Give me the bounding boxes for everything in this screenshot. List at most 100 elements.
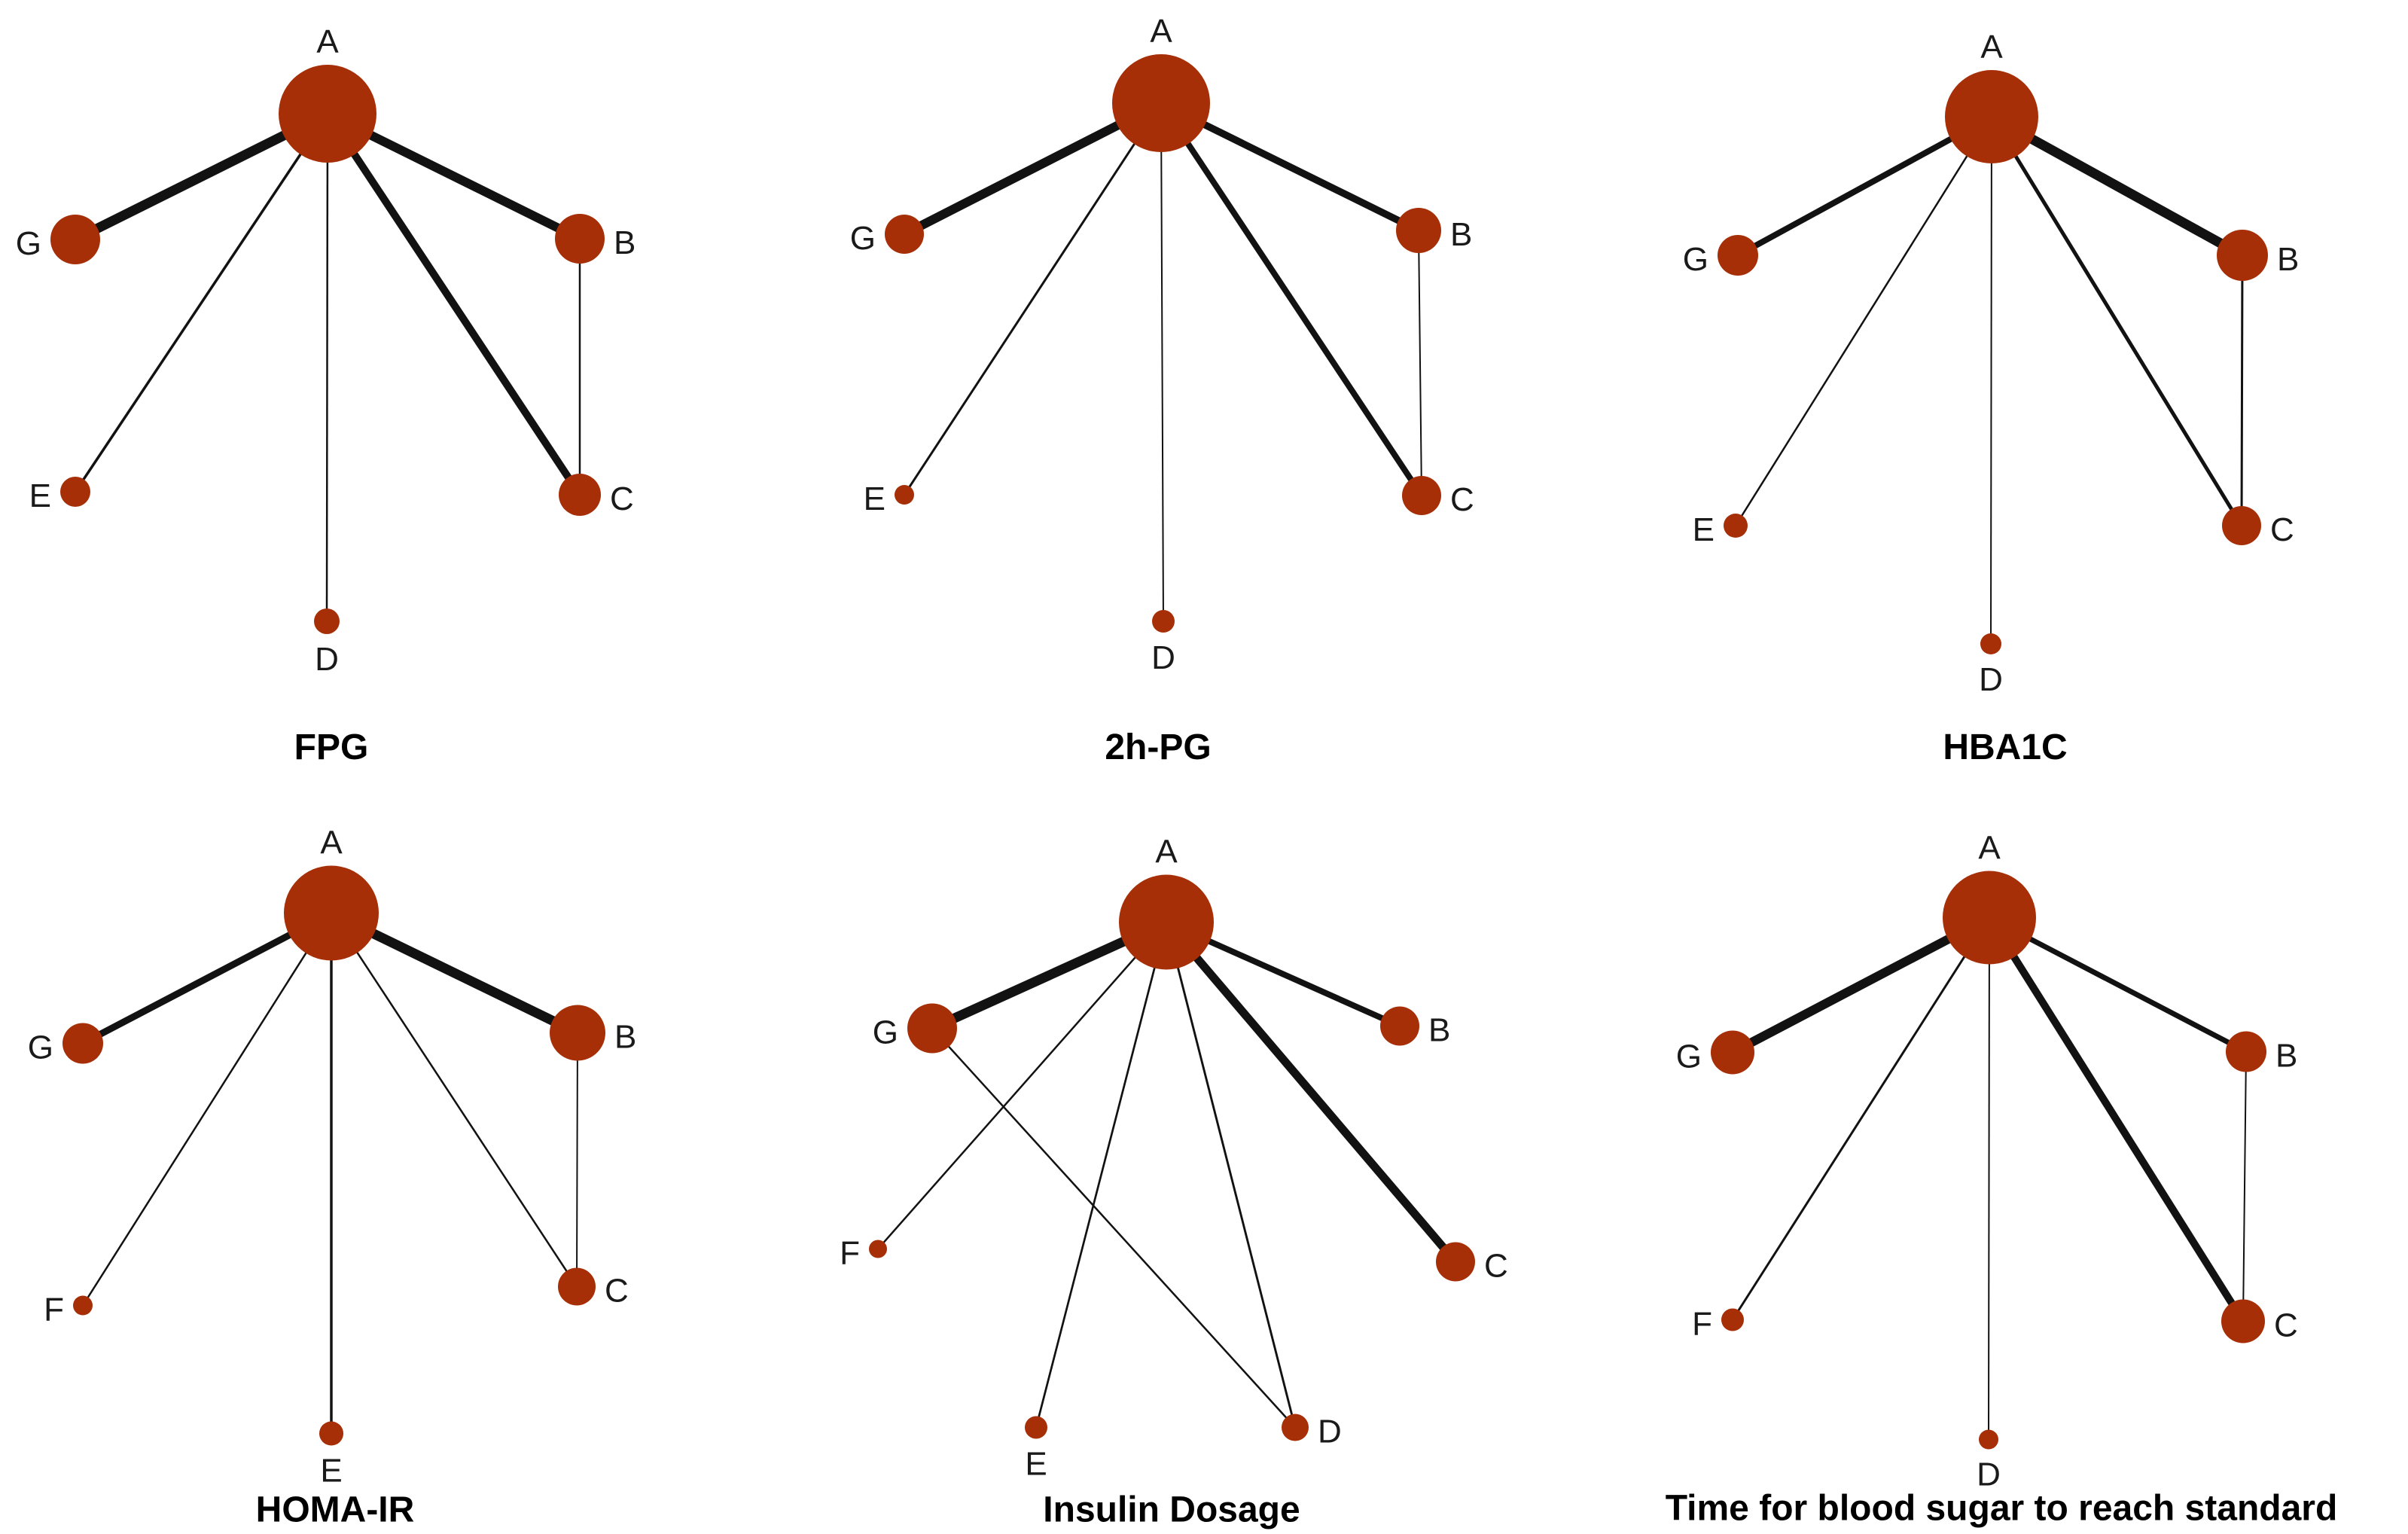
node-B bbox=[1396, 208, 1441, 253]
node-label-E: E bbox=[29, 477, 51, 514]
panel-title: FPG bbox=[294, 727, 369, 767]
node-label-F: F bbox=[44, 1292, 64, 1328]
node-C bbox=[1436, 1242, 1475, 1282]
edge-A-F bbox=[877, 921, 1167, 1250]
node-B bbox=[2226, 1031, 2266, 1072]
node-A bbox=[1943, 871, 2036, 965]
node-label-F: F bbox=[840, 1235, 860, 1272]
edge-A-E bbox=[74, 113, 329, 493]
node-label-B: B bbox=[2277, 241, 2299, 278]
edge-B-C bbox=[2242, 1051, 2247, 1322]
node-D bbox=[314, 608, 340, 634]
node-D bbox=[1282, 1414, 1309, 1441]
node-C bbox=[2222, 506, 2261, 545]
node-E bbox=[1724, 514, 1748, 538]
panel-title: Time for blood sugar to reach standard bbox=[1666, 1489, 2338, 1529]
node-B bbox=[2217, 230, 2268, 281]
node-G bbox=[1711, 1030, 1754, 1075]
node-label-G: G bbox=[873, 1014, 898, 1051]
node-label-E: E bbox=[864, 480, 885, 517]
node-F bbox=[1721, 1308, 1744, 1331]
edge-A-F bbox=[81, 912, 333, 1307]
node-label-D: D bbox=[1151, 639, 1175, 676]
node-B bbox=[1380, 1006, 1419, 1046]
edge-A-G bbox=[1736, 114, 1993, 258]
node-B bbox=[555, 214, 605, 264]
node-G bbox=[907, 1003, 957, 1054]
node-label-D: D bbox=[1979, 661, 2003, 698]
edge-A-E bbox=[1035, 922, 1168, 1428]
edge-A-E bbox=[903, 102, 1163, 496]
node-A bbox=[279, 65, 376, 163]
panel-title: HOMA-IR bbox=[256, 1490, 415, 1530]
edge-A-C bbox=[1163, 919, 1459, 1265]
node-label-A: A bbox=[1150, 13, 1172, 50]
network-plot-fpg: A G B E C D FPG bbox=[16, 23, 636, 767]
node-E bbox=[895, 485, 914, 505]
edge-A-C bbox=[324, 111, 584, 497]
node-E bbox=[1025, 1416, 1047, 1439]
node-G bbox=[50, 215, 100, 264]
edge-A-C bbox=[330, 912, 578, 1288]
edge-A-D bbox=[1160, 102, 1164, 622]
node-label-E: E bbox=[320, 1453, 342, 1490]
node-B bbox=[550, 1005, 605, 1061]
edge-A-F bbox=[1731, 916, 1991, 1321]
node-label-C: C bbox=[610, 480, 634, 517]
network-plot-2h-pg: A G B E C D 2h-PG bbox=[850, 13, 1474, 767]
edge-A-G bbox=[1730, 913, 1992, 1057]
node-label-B: B bbox=[1428, 1012, 1450, 1049]
node-E bbox=[60, 477, 90, 507]
node-D bbox=[1980, 633, 2001, 654]
edge-A-D bbox=[1165, 922, 1297, 1428]
node-label-C: C bbox=[2274, 1307, 2298, 1344]
node-label-B: B bbox=[2275, 1038, 2297, 1075]
node-label-A: A bbox=[316, 23, 339, 60]
node-label-C: C bbox=[1450, 481, 1474, 518]
edge-A-B bbox=[1989, 112, 2245, 260]
node-D bbox=[1979, 1429, 1998, 1450]
node-label-B: B bbox=[614, 224, 636, 261]
network-panel-2h-pg: A G B E C D 2h-PG bbox=[803, 0, 1605, 767]
edge-A-D bbox=[325, 113, 329, 622]
edge-A-E bbox=[1734, 116, 1993, 526]
node-C bbox=[2221, 1299, 2265, 1343]
node-label-G: G bbox=[28, 1029, 53, 1066]
node-F bbox=[869, 1240, 887, 1258]
node-label-C: C bbox=[2270, 511, 2294, 548]
node-A bbox=[1112, 54, 1210, 152]
node-label-D: D bbox=[1318, 1414, 1342, 1450]
node-E bbox=[319, 1421, 343, 1446]
node-label-D: D bbox=[315, 641, 339, 678]
node-G bbox=[885, 215, 924, 254]
network-panel-fpg: A G B E C D FPG bbox=[0, 0, 803, 767]
node-label-G: G bbox=[1683, 241, 1708, 278]
node-G bbox=[62, 1023, 103, 1064]
node-label-B: B bbox=[614, 1019, 636, 1056]
node-label-A: A bbox=[1978, 830, 2001, 867]
node-label-G: G bbox=[850, 220, 876, 257]
node-label-C: C bbox=[1484, 1248, 1508, 1285]
node-label-G: G bbox=[16, 225, 41, 262]
edge-A-C bbox=[1989, 115, 2244, 527]
node-A bbox=[1945, 70, 2038, 163]
node-label-A: A bbox=[320, 825, 343, 862]
node-label-B: B bbox=[1450, 216, 1472, 253]
node-label-A: A bbox=[1155, 834, 1178, 871]
node-C bbox=[558, 1267, 596, 1306]
node-label-C: C bbox=[605, 1273, 629, 1310]
node-A bbox=[284, 865, 379, 961]
edge-A-C bbox=[1986, 915, 2247, 1324]
panel-title: 2h-PG bbox=[1105, 727, 1211, 767]
node-G bbox=[1718, 235, 1758, 276]
node-label-F: F bbox=[1692, 1306, 1712, 1343]
node-label-E: E bbox=[1693, 511, 1715, 548]
